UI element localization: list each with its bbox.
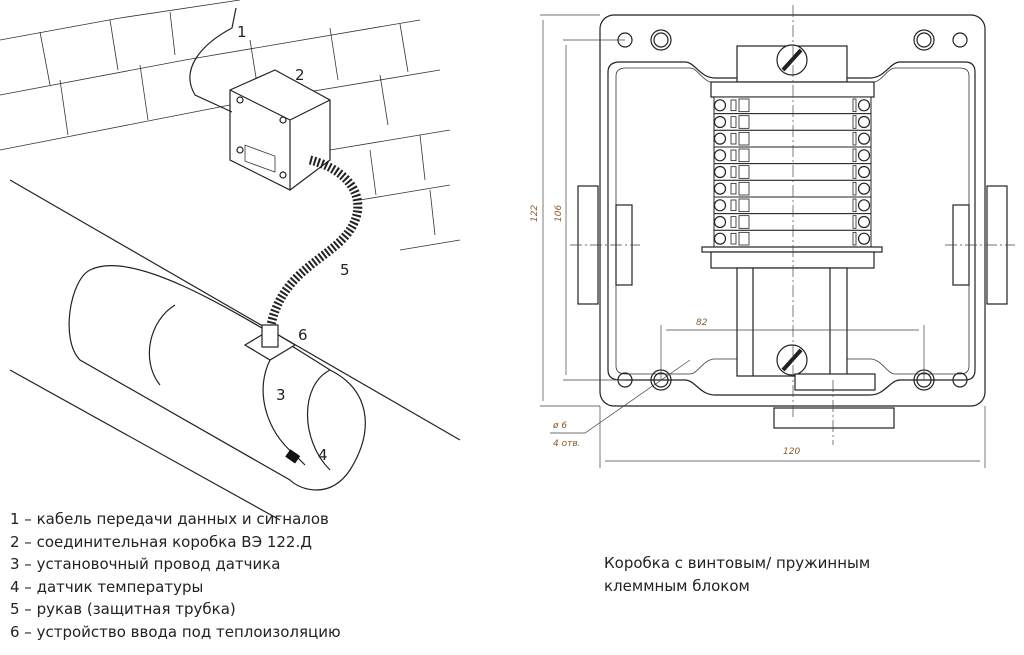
data-cable: [189, 7, 237, 113]
terminal-row: [713, 113, 872, 131]
terminal-row: [713, 229, 872, 248]
legend-item: 4 – датчик температуры: [10, 577, 204, 596]
dim-height-inner: 106: [554, 205, 564, 222]
box-inner-frame: [607, 61, 976, 396]
pipe: [9, 179, 461, 521]
legend-item: 6 – устройство ввода под теплоизоляцию: [10, 622, 341, 641]
terminal-row: [713, 179, 872, 198]
terminal-row: [713, 196, 872, 215]
mounting-holes: [617, 29, 968, 391]
dim-hole-spacing: 82: [696, 318, 708, 328]
drawing-caption: Коробка с винтовым/ пружинным клеммным б…: [604, 552, 870, 598]
terminal-row: [713, 213, 872, 231]
temperature-sensor: [285, 449, 301, 464]
terminal-row: [713, 96, 872, 115]
hole-count: 4 отв.: [553, 439, 581, 449]
junction-box: [229, 69, 331, 191]
protective-sleeve: [265, 155, 363, 331]
legend: 1 – кабель передачи данных и сигналов 2 …: [10, 508, 341, 643]
terminal-row: [713, 163, 872, 181]
entry-device: [243, 324, 297, 361]
box-outer: [599, 14, 986, 407]
legend-item: 1 – кабель передачи данных и сигналов: [10, 510, 329, 528]
caption-line: Коробка с винтовым/ пружинным: [604, 554, 871, 572]
callout-3: 3: [276, 386, 286, 404]
dimension-lines: [540, 14, 986, 468]
callout-4: 4: [318, 446, 328, 464]
dim-width-outer: 120: [783, 447, 800, 457]
installation-illustration: 1 2 3 4 5 6: [0, 0, 461, 521]
hole-diameter: ø 6: [552, 421, 567, 431]
callout-2: 2: [295, 66, 305, 84]
legend-item: 3 – установочный провод датчика: [10, 555, 281, 573]
box-technical-drawing: 122 106 120 82 ø 6 4 отв.: [530, 5, 1015, 468]
callout-6: 6: [298, 326, 308, 344]
callout-1: 1: [237, 23, 247, 41]
terminal-row: [713, 146, 872, 165]
caption-line: клеммным блоком: [604, 577, 750, 595]
legend-item: 5 – рукав (защитная трубка): [10, 600, 236, 618]
callout-labels: 1 2 3 4 5 6: [237, 23, 350, 464]
callout-5: 5: [340, 261, 350, 279]
terminal-block: [701, 44, 883, 391]
terminal-row: [713, 129, 872, 148]
legend-item: 2 – соединительная коробка ВЭ 122.Д: [10, 532, 312, 551]
center-lines: [570, 5, 1015, 445]
dim-height-outer: 122: [530, 205, 540, 222]
